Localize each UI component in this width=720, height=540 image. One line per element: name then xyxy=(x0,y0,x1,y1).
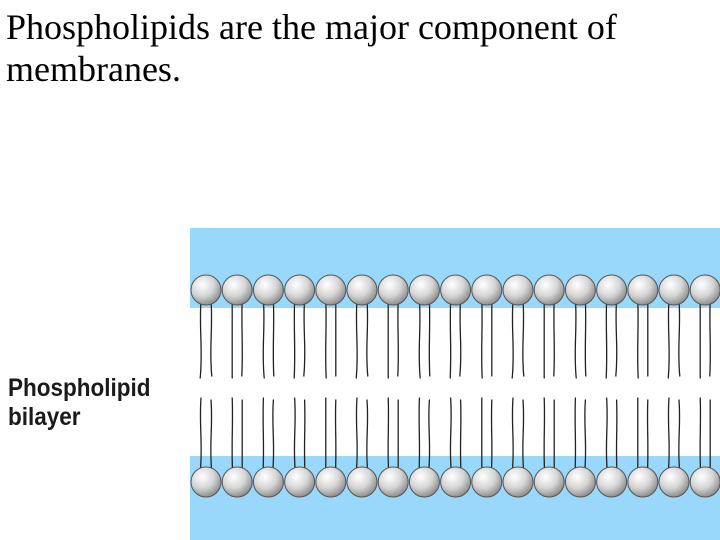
upper-phosphate-head xyxy=(533,274,565,306)
upper-phosphate-head xyxy=(408,274,440,306)
lower-tail xyxy=(543,397,546,473)
lower-tail xyxy=(355,397,358,473)
upper-tail xyxy=(574,299,577,379)
upper-phosphate-head xyxy=(252,274,284,306)
upper-phosphate-head xyxy=(627,274,659,306)
lower-phosphate-head xyxy=(346,466,378,498)
upper-tail xyxy=(553,299,555,377)
upper-phosphate-head xyxy=(190,274,222,306)
phosphate-heads xyxy=(190,274,720,498)
upper-phosphate-head xyxy=(596,274,628,306)
upper-tail xyxy=(355,299,358,379)
bilayer-label-line-1: Phospholipid xyxy=(8,374,151,402)
bilayer-label: Phospholipid bilayer xyxy=(8,374,150,432)
upper-tail xyxy=(241,299,243,377)
lower-phosphate-head xyxy=(284,466,316,498)
lower-tail xyxy=(418,397,421,473)
lower-tail xyxy=(574,397,577,473)
lower-tail xyxy=(427,399,431,473)
upper-phosphate-head xyxy=(315,274,347,306)
lower-tail xyxy=(667,397,670,473)
lower-tail xyxy=(583,399,587,473)
lower-phosphate-head xyxy=(252,466,284,498)
upper-tail xyxy=(397,299,399,377)
upper-tail xyxy=(678,299,681,377)
upper-phosphate-head xyxy=(658,274,690,306)
upper-tail xyxy=(303,299,306,377)
hydrophobic-core xyxy=(190,308,720,456)
lower-phosphate-head xyxy=(221,466,253,498)
lower-tail xyxy=(646,399,649,473)
upper-tail xyxy=(262,299,265,379)
upper-tail xyxy=(366,299,369,377)
lower-phosphate-head xyxy=(471,466,503,498)
upper-phosphate-head xyxy=(377,274,409,306)
lower-phosphate-head xyxy=(689,466,720,498)
upper-phosphate-head xyxy=(502,274,534,306)
slide-title: Phospholipids are the major component of… xyxy=(6,7,617,89)
upper-tail xyxy=(199,299,202,379)
upper-tail xyxy=(511,299,514,379)
upper-tail xyxy=(459,299,462,377)
upper-phosphate-head xyxy=(221,274,253,306)
upper-tail xyxy=(584,299,587,377)
lower-phosphate-head xyxy=(502,466,534,498)
upper-phosphate-head xyxy=(346,274,378,306)
lower-tail xyxy=(303,399,306,473)
upper-phosphate-head xyxy=(440,274,472,306)
upper-tail xyxy=(605,299,608,379)
upper-tail xyxy=(709,299,711,377)
lower-phosphate-head xyxy=(315,466,347,498)
lower-tail xyxy=(511,397,514,473)
upper-tail xyxy=(272,299,275,377)
upper-phosphate-head xyxy=(284,274,316,306)
lower-phosphate-head xyxy=(564,466,596,498)
lower-tail xyxy=(605,397,609,473)
lower-tail xyxy=(231,397,234,473)
lower-phosphate-head xyxy=(190,466,222,498)
lower-phosphate-head xyxy=(658,466,690,498)
fatty-acid-tails xyxy=(199,299,711,473)
upper-tail xyxy=(615,299,618,377)
upper-tail xyxy=(637,299,639,379)
lower-phosphate-head xyxy=(533,466,565,498)
lower-tail xyxy=(522,399,525,473)
lower-tail xyxy=(334,399,337,473)
lower-tail xyxy=(199,397,202,473)
upper-tail xyxy=(481,299,483,379)
lower-tail xyxy=(615,399,618,473)
upper-phosphate-head xyxy=(564,274,596,306)
lower-phosphate-head xyxy=(596,466,628,498)
upper-tail xyxy=(428,299,431,377)
lower-tail xyxy=(262,397,265,473)
lower-tail xyxy=(387,397,390,473)
lower-phosphate-head xyxy=(627,466,659,498)
upper-tail xyxy=(449,299,452,379)
upper-phosphate-head xyxy=(471,274,503,306)
bilayer-label-line-2: bilayer xyxy=(8,403,81,431)
lower-tail xyxy=(678,399,681,473)
lower-tail xyxy=(210,399,213,473)
upper-tail xyxy=(522,299,525,377)
upper-tail xyxy=(325,299,327,379)
lower-tail xyxy=(459,399,462,473)
upper-tail xyxy=(293,299,296,379)
lower-tail xyxy=(699,397,702,473)
upper-tail xyxy=(210,299,213,377)
upper-tail xyxy=(418,299,421,379)
lower-tail xyxy=(366,399,369,473)
lower-phosphate-head xyxy=(408,466,440,498)
lower-tail xyxy=(490,399,493,473)
upper-tail xyxy=(667,299,670,379)
lower-tail xyxy=(293,397,297,473)
lower-phosphate-head xyxy=(377,466,409,498)
lower-tail xyxy=(449,397,453,473)
phospholipid-bilayer-diagram xyxy=(190,228,720,540)
lower-tail xyxy=(271,399,275,473)
upper-phosphate-head xyxy=(689,274,720,306)
lower-phosphate-head xyxy=(440,466,472,498)
